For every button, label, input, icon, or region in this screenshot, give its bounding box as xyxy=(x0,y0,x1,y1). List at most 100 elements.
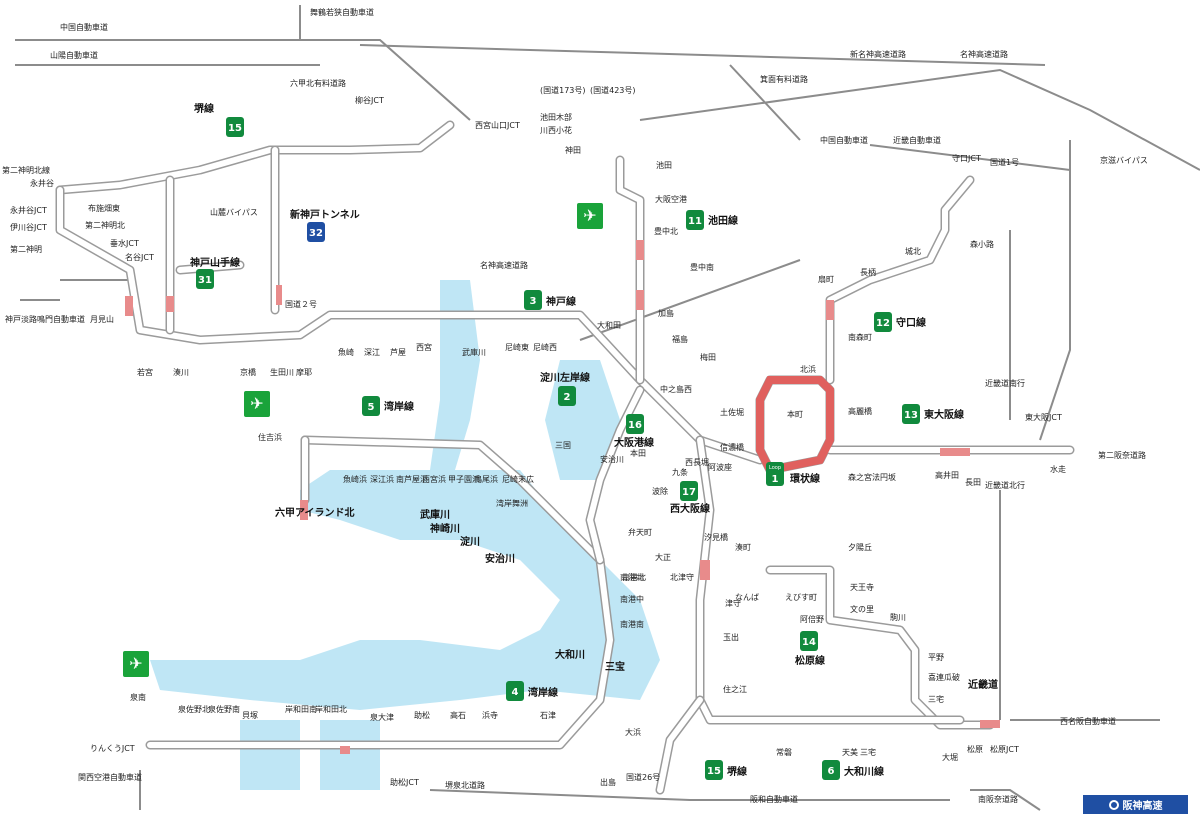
svg-text:Loop: Loop xyxy=(769,465,781,471)
station-label: 汐見橋 xyxy=(704,532,728,542)
station-label: 夕陽丘 xyxy=(848,542,872,552)
river-labels: 武庫川 神崎川 淀川 安治川 大和川 xyxy=(420,508,585,661)
station-label: 石津 xyxy=(540,710,556,720)
station-label: 甲子園浜 xyxy=(448,474,480,484)
station-label: 豊中南 xyxy=(690,262,714,272)
station-label: 京橋 xyxy=(240,367,256,377)
station-labels-osaka: 弁天町 大正 南港北 北津守 汐見橋 湊町 なんば えびす町 阿倍野 文の里 駒… xyxy=(496,407,1066,762)
road-label-chugoku-jukan: 中国自動車道 xyxy=(60,22,108,32)
station-label: 梅田 xyxy=(700,352,716,362)
station-label: 波除 xyxy=(652,486,668,496)
station-label: 助松 xyxy=(414,710,430,720)
junction-label: 名谷JCT xyxy=(125,252,154,262)
river-label: 大和川 xyxy=(555,648,585,661)
station-label: 松原 xyxy=(967,744,983,754)
svg-text:1: 1 xyxy=(772,474,779,485)
station-label: 喜連瓜破 xyxy=(928,672,960,682)
road-label-shin-meishin: 新名神高速道路 xyxy=(850,49,906,59)
station-label: 生田川 xyxy=(270,367,294,377)
station-label: 若宮 xyxy=(137,367,153,377)
svg-text:✈: ✈ xyxy=(129,654,142,673)
station-label: 平野 xyxy=(928,653,944,662)
svg-text:湾岸線: 湾岸線 xyxy=(384,400,414,413)
hanshin-expressway-logo: 阪神高速 xyxy=(1083,795,1188,814)
station-label: 月見山 xyxy=(90,314,114,324)
river-label: 武庫川 xyxy=(420,508,450,521)
station-label: 森之宮 xyxy=(848,472,872,482)
junction-label: 永井谷 xyxy=(30,178,54,188)
station-label: 武庫川 xyxy=(462,347,486,357)
station-label: 信濃橋 xyxy=(720,442,744,452)
junction-label: 松原JCT xyxy=(990,744,1019,754)
station-label: 阿倍野 xyxy=(800,614,824,624)
station-label: 南港南 xyxy=(620,619,644,629)
road-label-meishin: 名神高速道路 xyxy=(960,49,1008,59)
station-label: 泉南 xyxy=(130,692,146,702)
water-areas xyxy=(150,280,660,790)
junction-label: 第二神明 xyxy=(10,244,42,254)
svg-text:神戸線: 神戸線 xyxy=(546,295,576,308)
station-label: 高石 xyxy=(450,710,466,720)
road-label-kobe-awaji: 神戸淡路鳴門自動車道 xyxy=(5,314,85,324)
svg-text:15: 15 xyxy=(228,123,242,134)
road-label-route173: (国道173号) xyxy=(540,85,586,95)
svg-text:4: 4 xyxy=(512,687,519,698)
station-label: 中之島西 xyxy=(660,384,692,394)
outer-roads xyxy=(15,5,1200,811)
station-label: なんば xyxy=(735,593,759,602)
logo-icon xyxy=(1108,799,1119,810)
station-label: 深江浜 xyxy=(370,474,394,484)
station-label: 玉出 xyxy=(723,632,739,642)
svg-text:湾岸線: 湾岸線 xyxy=(528,686,558,699)
river-label: 安治川 xyxy=(485,552,515,565)
station-label: 岸和田南 xyxy=(285,704,317,714)
road-label-maizuru: 舞鶴若狭自動車道 xyxy=(310,7,374,17)
junction-label: 助松JCT xyxy=(390,777,419,787)
station-label: 九条 xyxy=(672,467,688,477)
road-label-chugoku-jidosha: 中国自動車道 xyxy=(820,135,868,145)
svg-text:西大阪線: 西大阪線 xyxy=(670,502,710,515)
station-label: 三宅 xyxy=(860,747,876,757)
svg-text:14: 14 xyxy=(802,637,816,648)
junction-label: 柳谷JCT xyxy=(355,95,384,105)
road-label-kankuu: 関西空港自動車道 xyxy=(78,772,142,782)
svg-text:31: 31 xyxy=(198,275,212,286)
svg-text:5: 5 xyxy=(368,402,375,413)
station-label: 西宮浜 xyxy=(422,474,446,484)
route-badge-4: 4 湾岸線 xyxy=(506,681,558,701)
airport-icon: ✈ xyxy=(577,203,603,229)
station-label: 弁天町 xyxy=(628,527,652,537)
road-label-rokko-kita: 六甲北有料道路 xyxy=(290,78,346,88)
station-label: 鳴尾浜 xyxy=(474,474,498,484)
station-label: 福島 xyxy=(672,334,688,344)
river-label: 神崎川 xyxy=(430,522,460,535)
junction-label: 布施畑東 xyxy=(88,203,120,213)
airport-icon: ✈ xyxy=(123,651,149,677)
svg-text:16: 16 xyxy=(628,420,642,431)
road-label-route423: (国道423号) xyxy=(590,85,636,95)
station-label: 南森町 xyxy=(848,332,872,342)
station-label: 神田 xyxy=(565,145,581,155)
station-label: 津守 xyxy=(725,598,741,608)
station-label: 本田 xyxy=(630,448,646,458)
station-label: 天王寺 xyxy=(850,583,874,592)
svg-text:✈: ✈ xyxy=(250,394,263,413)
station-label: 大和田 xyxy=(597,320,621,330)
station-label: 尼崎東 xyxy=(505,342,529,352)
station-label: 泉佐野南 xyxy=(208,704,240,714)
station-label: 浜寺 xyxy=(482,710,498,720)
svg-text:32: 32 xyxy=(309,228,323,239)
station-label: 本町 xyxy=(787,409,803,419)
station-label: 三国 xyxy=(555,441,571,450)
svg-text:東大阪線: 東大阪線 xyxy=(924,408,964,421)
svg-text:3: 3 xyxy=(530,296,537,307)
station-label: 住吉浜 xyxy=(258,432,282,442)
